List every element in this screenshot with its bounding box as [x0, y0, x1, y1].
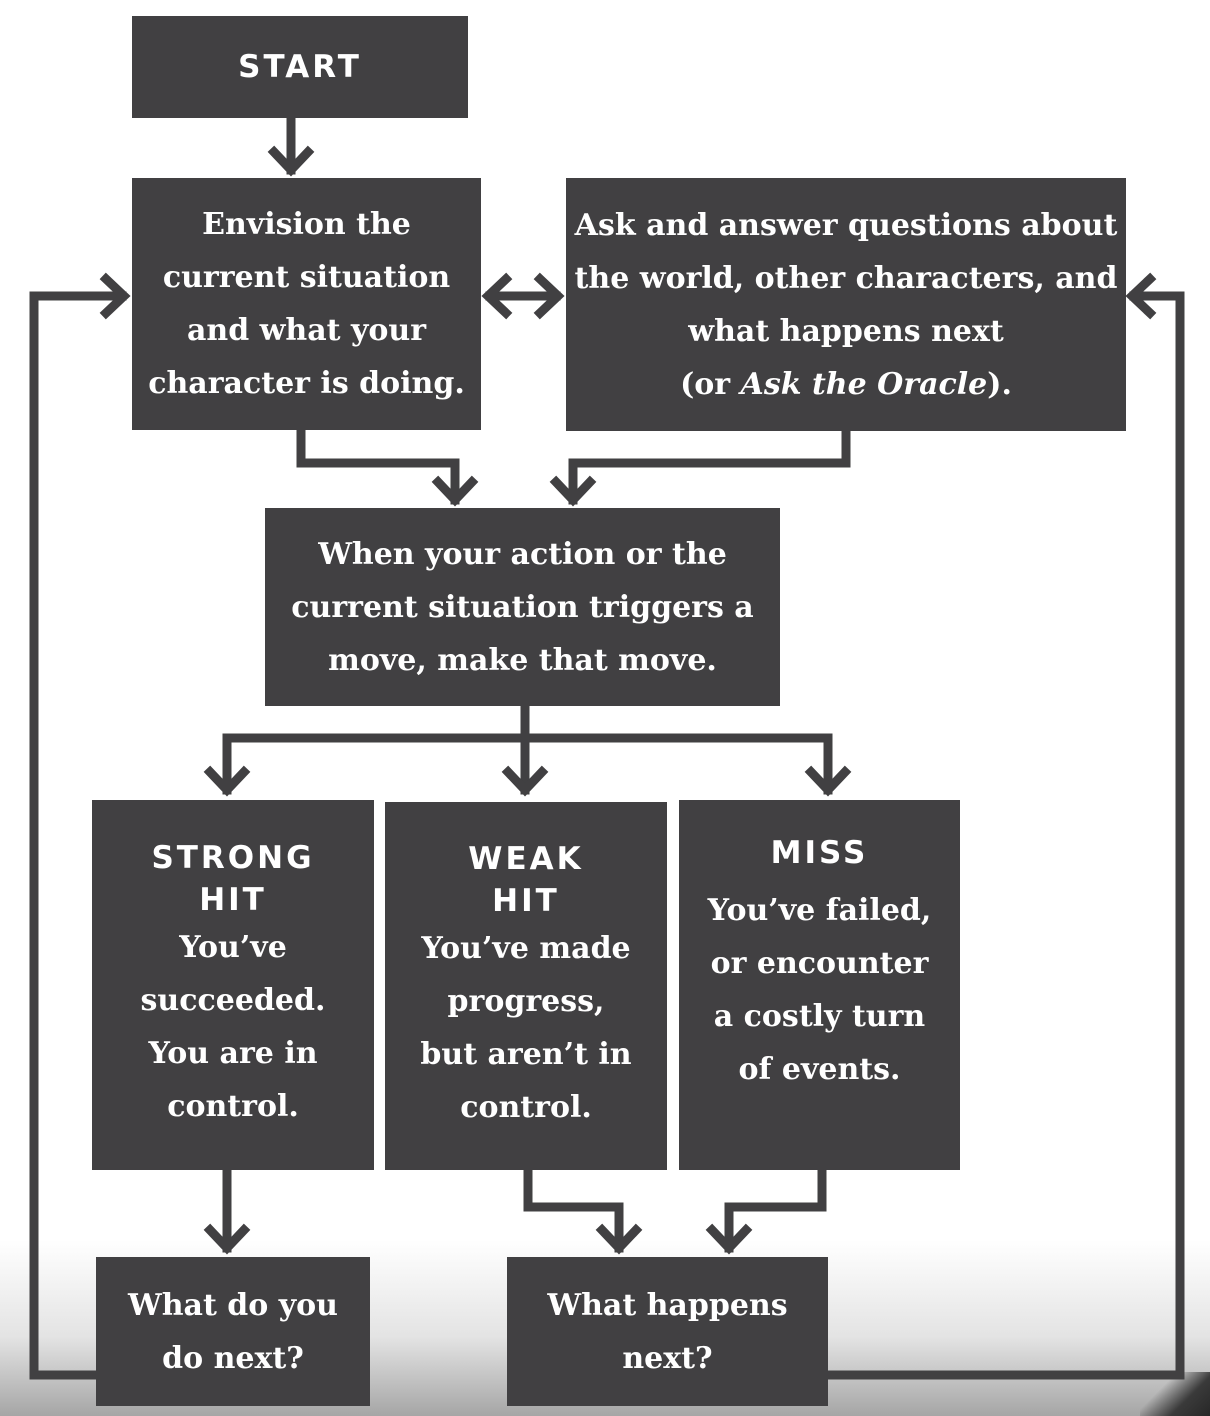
- miss-box: MISS You’ve failed, or encounter a costl…: [679, 800, 960, 1170]
- arrowhead-happens-left: [595, 1223, 643, 1255]
- miss-text: You’ve failed, or encounter a costly tur…: [707, 893, 932, 1087]
- arrowhead-move-right: [549, 475, 597, 507]
- ask-oracle-line: (or Ask the Oracle).: [680, 358, 1012, 411]
- arrowhead-happens-right: [705, 1223, 753, 1255]
- arrowhead-loop-left: [99, 272, 131, 320]
- weak-hit-heading: WEAK HIT: [468, 841, 584, 919]
- ask-questions-text: Ask and answer questions about the world…: [574, 207, 1118, 349]
- ask-questions-box: Ask and answer questions about the world…: [566, 178, 1126, 431]
- connector-envision-move: [296, 425, 460, 505]
- envision-text: Envision the current situation and what …: [148, 207, 465, 401]
- connector-move-outcomes: [222, 702, 833, 795]
- start-box: START: [132, 16, 468, 118]
- arrowhead-envision-top: [267, 145, 315, 177]
- connector-loop-right: [823, 291, 1185, 1380]
- arrowhead-miss: [804, 765, 852, 797]
- make-move-text: When your action or the current situatio…: [291, 536, 754, 678]
- what-do-you-do-next-box: What do you do next?: [96, 1257, 370, 1406]
- arrowhead-move-left: [431, 475, 479, 507]
- ask-the-oracle-text: Ask the Oracle: [740, 366, 988, 402]
- start-label: START: [238, 49, 362, 85]
- what-happens-next-text: What happens next?: [547, 1287, 788, 1376]
- what-do-you-do-next-text: What do you do next?: [128, 1287, 338, 1376]
- miss-heading: MISS: [770, 835, 869, 871]
- envision-box: Envision the current situation and what …: [132, 178, 481, 430]
- weak-hit-text: You’ve made progress, but aren’t in cont…: [420, 931, 632, 1125]
- connector-weak-happens: [523, 1165, 624, 1253]
- connector-ask-move: [568, 427, 851, 505]
- arrowhead-ask-side: [533, 272, 565, 320]
- ask-oracle-prefix: (or: [680, 366, 741, 402]
- what-happens-next-box: What happens next?: [507, 1257, 828, 1406]
- arrowhead-what-do-you: [203, 1223, 251, 1255]
- ask-oracle-suffix: ).: [987, 366, 1012, 402]
- strong-hit-box: STRONG HIT You’ve succeeded. You are in …: [92, 800, 374, 1170]
- weak-hit-box: WEAK HIT You’ve made progress, but aren’…: [385, 802, 667, 1170]
- arrowhead-weak-hit: [501, 765, 549, 797]
- connector-loop-left: [29, 291, 127, 1380]
- strong-hit-text: You’ve succeeded. You are in control.: [140, 930, 326, 1124]
- make-move-box: When your action or the current situatio…: [265, 508, 780, 706]
- strong-hit-heading: STRONG HIT: [151, 840, 315, 918]
- arrowhead-strong-hit: [203, 765, 251, 797]
- arrowhead-loop-right: [1125, 272, 1157, 320]
- connector-miss-happens: [724, 1165, 827, 1253]
- arrowhead-envision-side: [481, 272, 513, 320]
